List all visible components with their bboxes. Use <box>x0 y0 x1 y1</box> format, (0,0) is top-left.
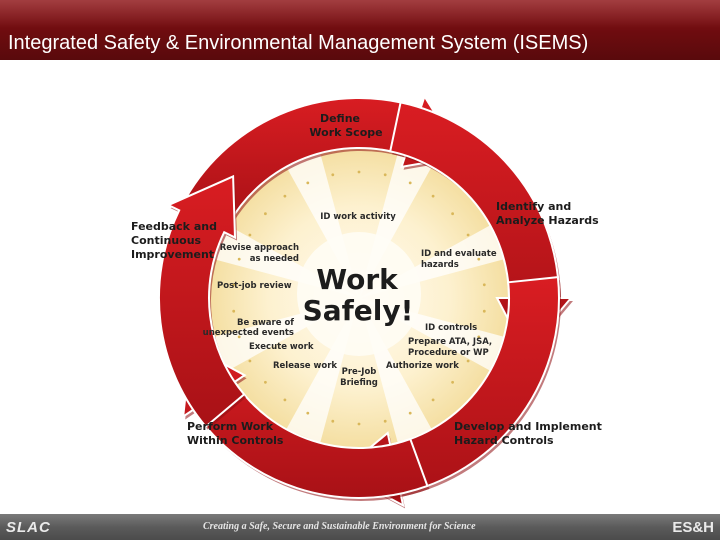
connector-dot <box>357 422 361 426</box>
inner-step-prepare-line-2: Procedure or WP <box>408 348 489 358</box>
outer-step-identify-line-1: Identify and <box>496 200 571 213</box>
outer-step-identify-line-2: Analyze Hazards <box>496 214 599 227</box>
inner-step-release-work: Release work <box>273 361 337 371</box>
outer-step-identify: Identify and Analyze Hazards <box>496 200 599 227</box>
connector-dot <box>466 233 470 237</box>
inner-step-execute-work: Execute work <box>249 342 314 352</box>
connector-dot <box>408 411 412 415</box>
outer-step-define: Define Work Scope <box>309 112 382 139</box>
cycle-arrow <box>181 344 429 499</box>
inner-step-be-aware-line-1: Be aware of <box>237 318 294 328</box>
inner-step-revise-approach-line-2: as needed <box>250 254 299 264</box>
inner-step-pre-job-briefing-line-2: Briefing <box>340 378 378 388</box>
inner-step-authorize-work: Authorize work <box>386 361 459 371</box>
cycle-arrow <box>157 174 246 429</box>
slac-logo: SLAC <box>6 519 51 536</box>
outer-step-perform-line-2: Within Controls <box>187 434 284 447</box>
connector-dot <box>466 359 470 363</box>
connector-dot <box>477 257 481 261</box>
connector-dot <box>482 309 486 313</box>
inner-step-prepare-line-1: Prepare ATA, JSA, <box>408 337 492 347</box>
outer-step-feedback-line-2: Continuous <box>131 234 202 247</box>
outer-step-define-line-1: Define <box>320 112 360 125</box>
outer-step-feedback-line-3: Improvement <box>131 248 214 261</box>
footer-bar: SLAC Creating a Safe, Secure and Sustain… <box>0 514 720 540</box>
connector-dot <box>383 173 387 177</box>
title-bar: Integrated Safety & Environmental Manage… <box>0 0 720 60</box>
inner-step-revise-approach: Revise approach as needed <box>220 243 299 264</box>
inner-step-id-evaluate-hazards: ID and evaluate hazards <box>421 249 497 270</box>
connector-dot <box>264 380 267 384</box>
connector-dot <box>357 170 361 174</box>
connector-dot <box>477 335 481 339</box>
inner-step-pre-job-briefing: Pre-Job Briefing <box>340 367 378 388</box>
outer-step-develop-line-2: Hazard Controls <box>454 434 554 447</box>
step-connector-dots <box>232 170 486 426</box>
connector-dot <box>248 359 252 363</box>
outer-step-perform-line-1: Perform Work <box>187 420 274 433</box>
center-glow <box>297 232 421 356</box>
connector-dot <box>248 233 252 237</box>
page-title: Integrated Safety & Environmental Manage… <box>8 32 589 54</box>
inner-step-pre-job-briefing-line-1: Pre-Job <box>342 367 377 377</box>
connector-dot <box>431 398 435 402</box>
cycle-arrows <box>157 94 574 509</box>
outer-step-feedback-line-1: Feedback and <box>131 220 217 233</box>
outer-step-develop-line-1: Develop and Implement <box>454 420 602 433</box>
outer-step-feedback: Feedback and Continuous Improvement <box>131 220 217 261</box>
center-text-line-1: Work <box>316 263 399 296</box>
inner-step-revise-approach-line-1: Revise approach <box>220 243 299 253</box>
inner-step-be-aware: Be aware of unexpected events <box>203 318 295 338</box>
connector-dot <box>431 194 435 198</box>
connector-dot <box>283 398 287 402</box>
connector-dot <box>264 212 267 216</box>
connector-dot <box>237 257 241 261</box>
esh-logo: ES&H <box>672 519 714 536</box>
connector-dot <box>331 419 335 423</box>
inner-step-prepare: Prepare ATA, JSA, Procedure or WP <box>408 337 492 358</box>
connector-dot <box>306 411 310 415</box>
inner-step-id-controls: ID controls <box>425 323 477 333</box>
connector-dot <box>283 194 287 198</box>
outer-step-define-line-2: Work Scope <box>309 126 382 139</box>
connector-dot <box>482 283 486 287</box>
title-bar-shine <box>0 0 720 28</box>
connector-dot <box>383 419 387 423</box>
connector-dot <box>451 212 454 216</box>
inner-step-post-job-review: Post-job review <box>217 281 292 291</box>
connector-dot <box>331 173 335 177</box>
footer-tagline: Creating a Safe, Secure and Sustainable … <box>203 521 476 532</box>
outer-step-develop: Develop and Implement Hazard Controls <box>454 420 602 447</box>
inner-step-id-evaluate-hazards-line-2: hazards <box>421 260 459 270</box>
connector-dot <box>232 283 236 287</box>
outer-step-perform: Perform Work Within Controls <box>187 420 284 447</box>
inner-step-id-evaluate-hazards-line-1: ID and evaluate <box>421 249 497 259</box>
connector-dot <box>237 335 241 339</box>
center-text-line-2: Safely! <box>303 294 414 327</box>
connector-dot <box>408 181 412 185</box>
cycle-arrow <box>184 94 464 225</box>
inner-step-be-aware-line-2: unexpected events <box>203 328 294 338</box>
connector-dot <box>306 181 310 185</box>
inner-step-id-work-activity: ID work activity <box>320 212 396 222</box>
connector-dot <box>232 309 236 313</box>
connector-dot <box>451 380 454 384</box>
